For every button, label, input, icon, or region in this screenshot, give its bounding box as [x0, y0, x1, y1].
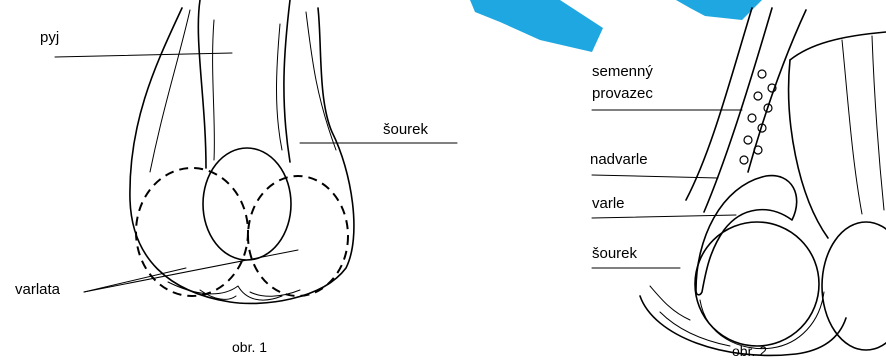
fig2-label-cord-line1: semenný [592, 63, 653, 80]
fig2-cord-line-c [748, 10, 806, 172]
figure-1: pyj šourek varlata obr. 1 [15, 0, 457, 355]
fig2-testis [695, 222, 819, 346]
fig1-caption: obr. 1 [232, 339, 267, 355]
fig2-cord-vessels [740, 70, 776, 164]
blue-shape-left [470, 0, 603, 52]
fig2-testis-tunica [700, 292, 824, 349]
fig1-leader-penis [55, 53, 232, 57]
fig1-label-penis: pyj [40, 29, 59, 46]
fig1-testis-left [136, 168, 248, 296]
fig1-label-scrotum: šourek [383, 121, 429, 138]
fig1-label-testes: varlata [15, 281, 61, 298]
fig1-shaft-right [284, 0, 290, 162]
fig1-shaft-left [198, 0, 206, 168]
fig2-caption: obr. 2 [732, 343, 767, 359]
fig1-leader-testes-right [84, 250, 298, 292]
fig2-shaft-shade [842, 36, 884, 214]
fig2-leader-epididymis [592, 175, 718, 178]
fig1-shaft-shade [213, 20, 282, 160]
fig2-scrotum-texture [650, 286, 730, 346]
figure-2: semenný provazec nadvarle varle šourek o… [590, 8, 886, 359]
fig2-glans [822, 222, 886, 350]
fig2-label-cord-line2: provazec [592, 85, 653, 102]
fig2-label-scrotum: šourek [592, 245, 638, 262]
fig2-shaft-left [789, 60, 828, 238]
fig1-testis-right [248, 176, 348, 296]
fig1-glans [203, 148, 291, 260]
fig2-label-epididymis: nadvarle [590, 151, 648, 168]
fig2-label-testis: varle [592, 195, 625, 212]
